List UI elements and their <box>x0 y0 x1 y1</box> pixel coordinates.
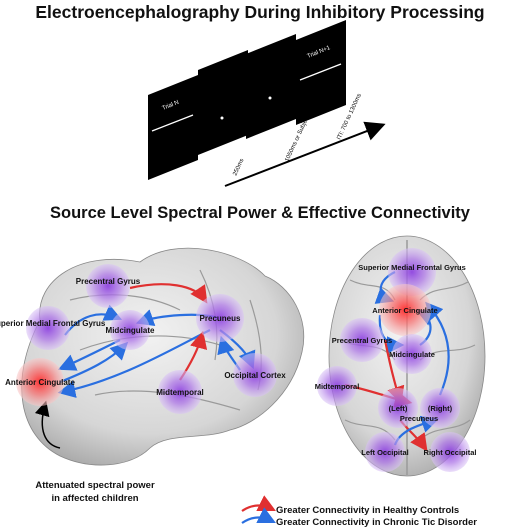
ax-conn-right-anterior <box>425 301 450 396</box>
fixation-dot-1 <box>220 116 224 120</box>
ax-node-superior-medial <box>388 248 436 296</box>
node-anterior-cingulate <box>16 358 64 406</box>
axial-nodes <box>317 248 470 472</box>
ax-label-precuneus: Precuneus <box>400 414 438 423</box>
ax-label-left-occipital: Left Occipital <box>361 448 409 457</box>
screen-fixation-1 <box>198 50 248 155</box>
ax-node-left-precuneus <box>378 388 418 428</box>
ax-node-right-occipital <box>430 432 470 472</box>
main-title: Electroencephalography During Inhibitory… <box>35 2 485 22</box>
ax-node-left-occipital <box>365 432 405 472</box>
timeline-arrow <box>224 121 386 187</box>
timing-250: 250ms <box>232 158 245 177</box>
screen-fixation-2 <box>246 34 296 139</box>
arrow-stimulus-1 <box>151 114 194 132</box>
legend-blue-arrow <box>241 507 276 524</box>
sagittal-nodes <box>16 264 277 414</box>
section-title: Source Level Spectral Power & Effective … <box>50 204 470 222</box>
node-precentral <box>86 264 130 308</box>
screen-trial-n <box>148 75 198 180</box>
node-midcingulate <box>110 310 150 350</box>
conn-anterior-midcing <box>59 341 129 384</box>
node-occipital-cortex <box>233 353 277 397</box>
annotation-line2: in affected children <box>51 493 138 504</box>
ax-label-right: (Right) <box>428 404 453 413</box>
node-midtemporal <box>158 370 202 414</box>
label-midcingulate: Midcingulate <box>106 326 155 335</box>
node-precuneus <box>196 294 244 342</box>
annotation-pointer <box>34 400 61 449</box>
fixation-dot-2 <box>268 96 272 100</box>
label-midtemporal: Midtemporal <box>156 388 204 397</box>
legend-red-label: Greater Connectivity in Healthy Controls <box>276 505 459 516</box>
label-superior-medial: Superior Medial Frontal Gyrus <box>0 319 106 328</box>
ax-node-midcingulate <box>392 334 432 374</box>
ax-node-precentral <box>340 318 384 362</box>
sagittal-labels: Precentral Gyrus Superior Medial Frontal… <box>0 277 286 397</box>
ax-node-anterior-cingulate <box>379 284 431 336</box>
ax-node-midtemporal <box>317 366 357 406</box>
ax-label-left: (Left) <box>389 404 408 413</box>
label-occipital-cortex: Occipital Cortex <box>224 371 286 380</box>
annotation-line1: Attenuated spectral power <box>35 480 155 491</box>
ax-label-superior-medial: Superior Medial Frontal Gyrus <box>358 263 466 272</box>
legend-red-arrow <box>241 495 276 512</box>
label-precentral: Precentral Gyrus <box>76 277 141 286</box>
label-anterior-cingulate: Anterior Cingulate <box>5 378 75 387</box>
axial-labels: Superior Medial Frontal Gyrus Anterior C… <box>315 263 477 457</box>
paradigm-panel: Trial N Trial N+1 250ms 1050ms or Subjec… <box>148 20 386 187</box>
ax-label-midtemporal: Midtemporal <box>315 382 360 391</box>
ax-node-right-precuneus <box>420 388 460 428</box>
conn-precentral-precuneus <box>129 283 208 304</box>
ax-label-right-occipital: Right Occipital <box>424 448 477 457</box>
ax-label-precentral: Precentral Gyrus <box>332 336 392 345</box>
legend: Greater Connectivity in Healthy Controls… <box>241 495 477 528</box>
annotation: Attenuated spectral power in affected ch… <box>35 480 155 504</box>
label-precuneus: Precuneus <box>200 314 241 323</box>
ax-label-anterior-cingulate: Anterior Cingulate <box>372 306 437 315</box>
node-superior-medial <box>26 306 70 350</box>
legend-blue-label: Greater Connectivity in Chronic Tic Diso… <box>276 517 477 528</box>
ax-label-midcingulate: Midcingulate <box>389 350 435 359</box>
arrow-stimulus-2 <box>299 63 342 81</box>
